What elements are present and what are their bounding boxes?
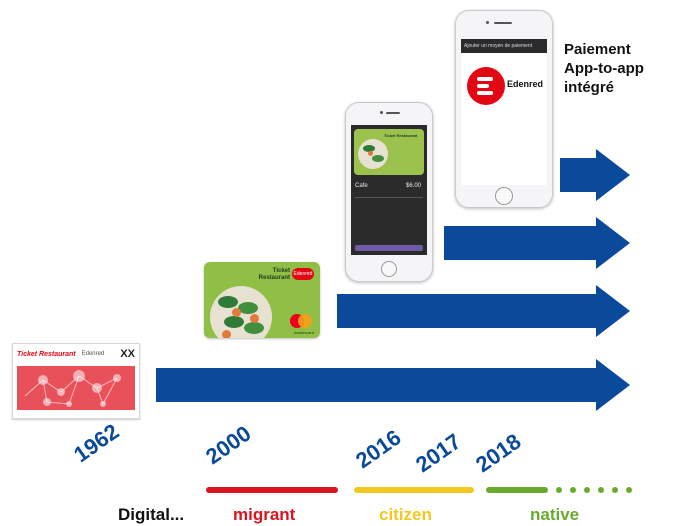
label-citizen: citizen <box>379 505 432 524</box>
payment-caption: Paiement App-to-app intégré <box>564 40 644 97</box>
payment-line-1: Paiement <box>564 41 631 58</box>
payment-line-3: intégré <box>564 79 615 96</box>
native-dot <box>570 487 576 493</box>
wallet-card: Ticket Restaurant <box>354 129 424 175</box>
year-2017: 2017 <box>411 428 466 478</box>
card-brand: Ticket Restaurant <box>258 268 290 281</box>
transaction-merchant: Cafe <box>355 183 368 189</box>
paper-voucher-image: Ticket Restaurant Edenred XX <box>12 343 140 419</box>
add-payment-header: Ajouter un moyen de paiement <box>461 39 547 53</box>
voucher-brand: Ticket Restaurant <box>17 350 76 358</box>
native-dot <box>626 487 632 493</box>
wallet-screen: Ticket Restaurant Cafe $6.00 <box>351 125 427 255</box>
edenred-brand-name: Edenred <box>507 79 544 89</box>
year-1962: 1962 <box>69 418 124 468</box>
voucher-partner: Edenred <box>81 351 105 357</box>
salad-icon <box>210 286 272 338</box>
edenred-logo-icon <box>467 67 505 105</box>
transaction-amount: $6.00 <box>405 183 421 189</box>
citizen-bar <box>354 487 474 493</box>
label-migrant: migrant <box>233 505 296 524</box>
phone-2016: Ticket Restaurant Cafe $6.00 <box>345 102 433 282</box>
timeline-arrow-2018 <box>560 149 630 201</box>
timeline-arrow-2016 <box>444 217 630 269</box>
phone-2018: Ajouter un moyen de paiement Edenred <box>455 10 553 208</box>
payment-card-image: Ticket Restaurant Edenred mastercard <box>204 262 320 338</box>
native-dot <box>598 487 604 493</box>
card-edenred-logo: Edenred <box>292 268 314 280</box>
native-bar <box>486 487 548 493</box>
card-network-label: mastercard <box>293 330 314 335</box>
native-dot <box>612 487 618 493</box>
year-2016: 2016 <box>351 424 406 474</box>
year-2000: 2000 <box>201 420 256 470</box>
mastercard-icon <box>290 314 312 328</box>
voucher-code: XX <box>120 348 135 360</box>
label-digital: Digital... <box>118 505 185 524</box>
home-button[interactable] <box>381 261 397 277</box>
native-dot <box>584 487 590 493</box>
migrant-bar <box>206 487 338 493</box>
timeline-arrow-2000 <box>337 285 630 337</box>
timeline-arrow-1962 <box>156 359 630 411</box>
native-dot <box>556 487 562 493</box>
home-button[interactable] <box>495 187 513 205</box>
payment-line-2: App-to-app <box>564 60 644 77</box>
voucher-illustration <box>17 366 135 410</box>
app-screen: Ajouter un moyen de paiement Edenred <box>461 39 547 185</box>
year-2018: 2018 <box>471 428 526 478</box>
label-native: native <box>530 505 580 524</box>
wallet-card-brand: Ticket Restaurant <box>384 133 418 138</box>
